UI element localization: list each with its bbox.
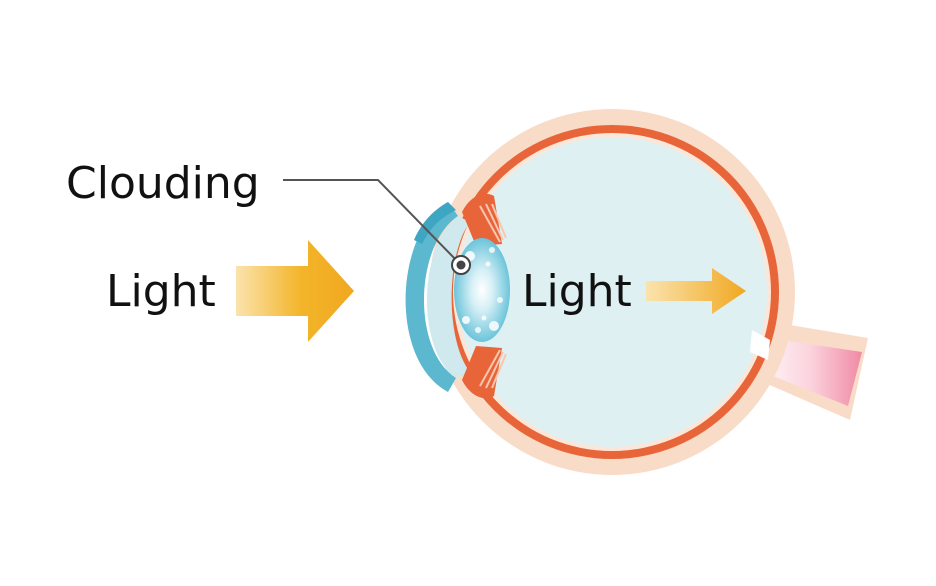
light-label-outside: Light (106, 266, 216, 317)
clouding-callout (283, 179, 471, 275)
iris-upper (462, 193, 507, 246)
clouded-lens (454, 238, 510, 342)
cornea (405, 202, 458, 392)
inner-light-arrow (646, 268, 746, 314)
clouding-label: Clouding (66, 158, 260, 209)
vitreous-body (457, 137, 767, 447)
light-label-inside: Light (522, 266, 632, 317)
anterior-cutout (380, 150, 470, 440)
iris-lower (462, 346, 507, 399)
anterior-chamber (426, 216, 470, 378)
incoming-light-arrow (236, 240, 354, 342)
optic-disc (750, 330, 770, 360)
